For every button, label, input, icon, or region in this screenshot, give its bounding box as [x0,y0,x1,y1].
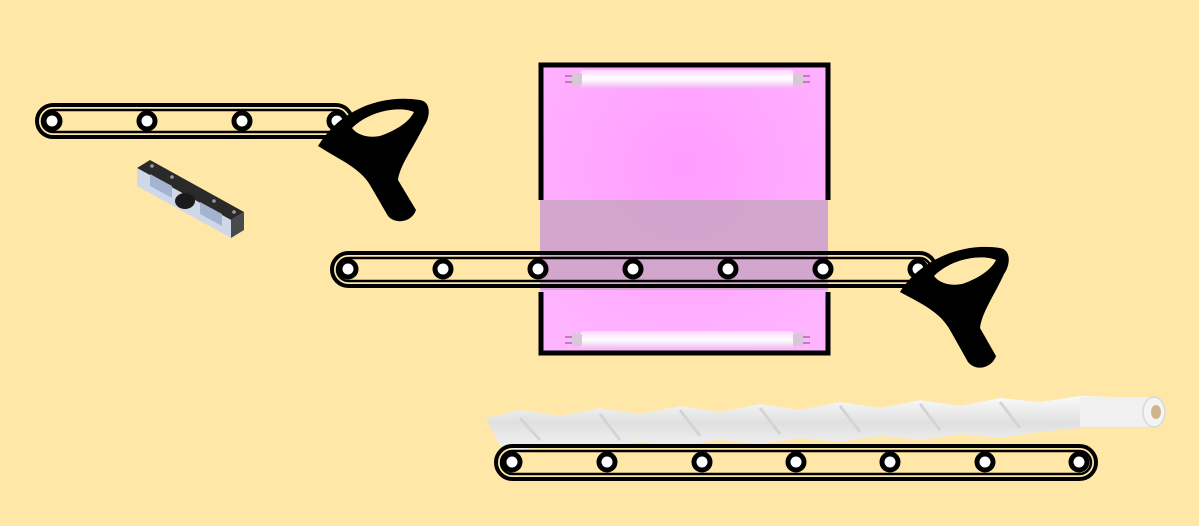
funnel-icon [900,246,1009,368]
uv-tube-top [565,70,810,88]
conveyor-roller [1068,451,1090,473]
chamber-frame-bottom [538,292,831,356]
conveyor-roller [717,258,739,280]
conveyor-roller [691,451,713,473]
conveyor-roller [622,258,644,280]
conveyor-roller [337,258,359,280]
conveyor-roller [785,451,807,473]
conveyor-roller [596,451,618,473]
conveyor-roller [812,258,834,280]
chamber-frame-top [538,62,831,200]
conveyor-roller [974,451,996,473]
uv-tube-bottom [565,331,810,349]
conveyor-roller [879,451,901,473]
funnel-icon [318,98,429,222]
conveyor-roller [501,451,523,473]
conveyor-roller [432,258,454,280]
conveyor-roller [527,258,549,280]
conveyor-belt-icon [494,444,1098,481]
conveyor-roller [136,110,158,132]
conveyor-roller [41,110,63,132]
sensor-block-icon [137,160,244,238]
conveyor-roller [231,110,253,132]
uv-lamp-chamber-icon [538,62,831,356]
paper-roll-icon [486,396,1166,450]
